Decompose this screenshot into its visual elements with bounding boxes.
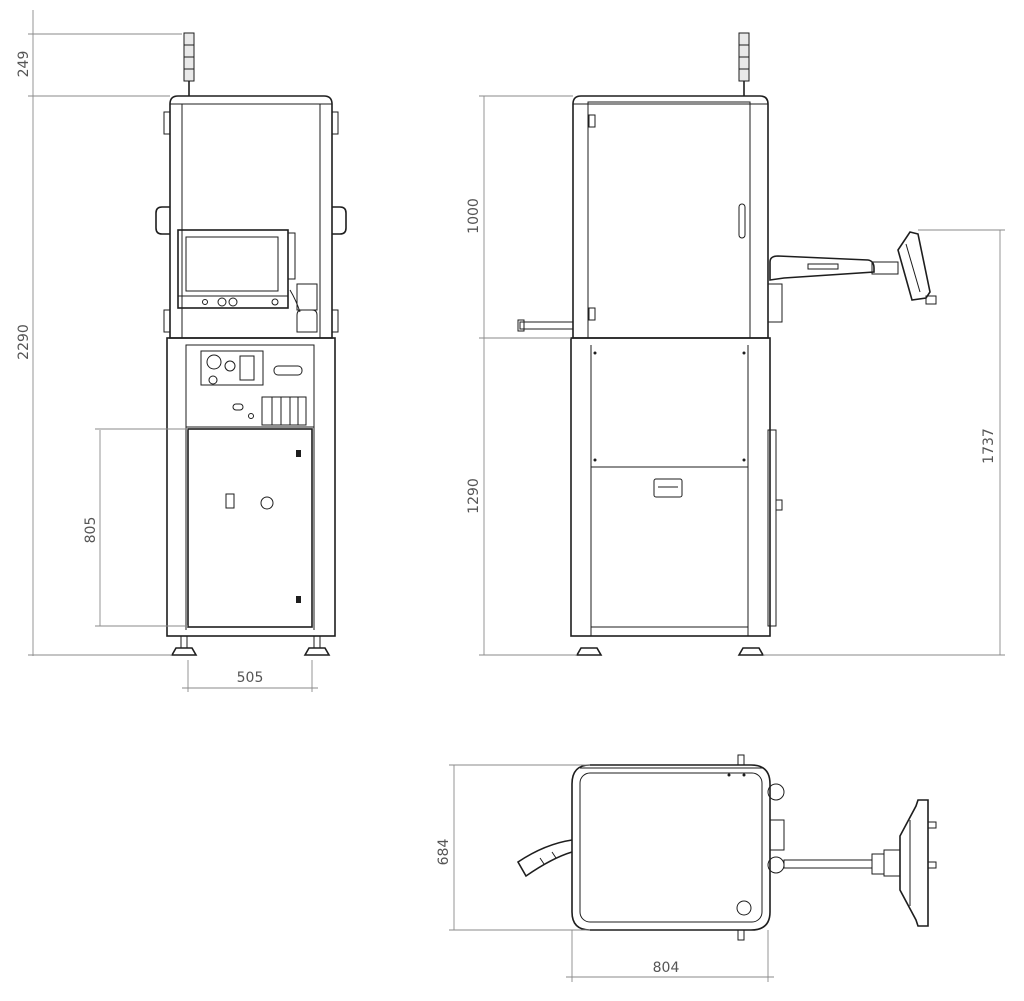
dim-front-total-height: 2290 bbox=[16, 324, 32, 360]
signal-light-icon bbox=[183, 32, 195, 96]
dim-top-depth: 684 bbox=[436, 839, 452, 866]
pneumatic-unit-icon bbox=[200, 350, 307, 426]
dim-front-door-height: 805 bbox=[83, 517, 99, 544]
signal-light-icon bbox=[738, 32, 750, 96]
dim-front-light-height: 249 bbox=[16, 51, 32, 78]
monitor-arm-icon bbox=[767, 231, 937, 323]
touchscreen-monitor bbox=[177, 229, 296, 309]
top-view bbox=[516, 754, 937, 941]
dim-side-lower-height: 1290 bbox=[466, 478, 482, 514]
dim-top-width: 804 bbox=[653, 960, 680, 976]
top-dimension-lines bbox=[449, 764, 774, 982]
side-view bbox=[517, 32, 937, 656]
dim-side-arm-height: 1737 bbox=[981, 428, 997, 464]
front-view bbox=[155, 32, 347, 656]
side-dimension-lines bbox=[479, 95, 1005, 656]
dim-side-upper-height: 1000 bbox=[466, 198, 482, 234]
dim-front-width: 505 bbox=[237, 670, 264, 686]
front-dimension-lines bbox=[28, 10, 318, 692]
